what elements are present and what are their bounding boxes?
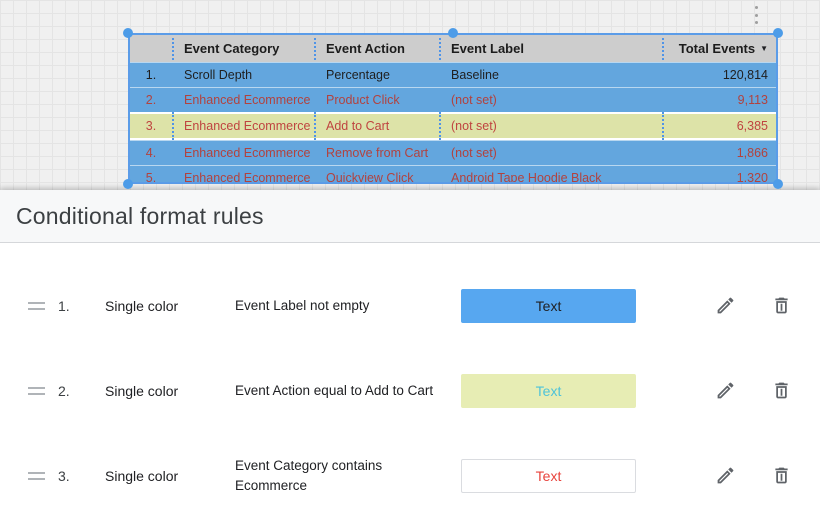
row-number: 1.	[145, 68, 157, 82]
format-rule-row: 3. Single color Event Category contains …	[0, 433, 820, 518]
resize-handle-top-right[interactable]	[773, 28, 783, 38]
delete-rule-button[interactable]	[769, 464, 793, 488]
pencil-icon	[717, 467, 733, 484]
trash-icon	[774, 382, 788, 399]
conditional-format-panel: Conditional format rules 1. Single color…	[0, 190, 820, 524]
resize-handle-bottom-right[interactable]	[773, 179, 783, 189]
data-table-chart[interactable]: Event Category Event Action Event Label …	[128, 33, 778, 184]
color-swatch-button[interactable]: Text	[461, 458, 636, 493]
resize-handle-top-left[interactable]	[123, 28, 133, 38]
table-header-row: Event Category Event Action Event Label …	[130, 35, 776, 64]
rule-condition: Event Category contains Ecommerce	[235, 457, 383, 493]
edit-rule-button[interactable]	[713, 379, 737, 403]
color-swatch-button[interactable]: Text	[461, 288, 636, 323]
trash-icon	[774, 467, 788, 484]
trash-icon	[774, 297, 788, 314]
rule-type: Single color	[105, 382, 179, 399]
drag-handle-icon[interactable]	[28, 386, 45, 395]
cell-event-action: Percentage	[326, 68, 390, 82]
resize-handle-bottom-left[interactable]	[123, 179, 133, 189]
edit-rule-button[interactable]	[713, 294, 737, 318]
row-number: 2.	[145, 93, 157, 107]
header-event-action[interactable]: Event Action	[326, 41, 405, 56]
header-event-label[interactable]: Event Label	[451, 41, 524, 56]
rule-index: 2.	[58, 382, 70, 399]
cell-total-events: 120,814	[722, 68, 768, 82]
rule-index: 1.	[58, 297, 70, 314]
rule-condition: Event Label not empty	[235, 297, 370, 313]
header-total-events[interactable]: Total Events ▼	[678, 41, 768, 56]
cell-event-category: Enhanced Ecommerce	[184, 93, 311, 107]
cell-event-action: Quickview Click	[326, 171, 414, 184]
row-number: 5.	[145, 171, 157, 184]
cell-total-events: 6,385	[736, 119, 768, 133]
cell-event-action: Remove from Cart	[326, 146, 429, 160]
cell-total-events: 9,113	[737, 93, 768, 107]
cell-total-events: 1,320	[736, 171, 768, 184]
row-number: 4.	[145, 146, 157, 160]
more-vert-icon[interactable]	[751, 4, 761, 26]
cell-event-label: (not set)	[451, 146, 497, 160]
rule-index: 3.	[58, 467, 70, 484]
cell-event-action: Add to Cart	[326, 119, 390, 133]
cell-event-action: Product Click	[326, 93, 400, 107]
cell-event-label: Baseline	[451, 68, 499, 82]
table-row: 3. Enhanced Ecommerce Add to Cart (not s…	[130, 112, 776, 140]
rule-condition: Event Action equal to Add to Cart	[235, 382, 434, 398]
table-row: 1. Scroll Depth Percentage Baseline 120,…	[130, 62, 776, 87]
delete-rule-button[interactable]	[769, 294, 793, 318]
rule-type: Single color	[105, 467, 179, 484]
report-canvas[interactable]: Event Category Event Action Event Label …	[0, 0, 820, 190]
edit-rule-button[interactable]	[713, 464, 737, 488]
table-row: 4. Enhanced Ecommerce Remove from Cart (…	[130, 140, 776, 165]
cell-event-category: Enhanced Ecommerce	[184, 146, 311, 160]
format-rule-row: 1. Single color Event Label not empty Te…	[0, 263, 820, 348]
cell-event-label: (not set)	[451, 119, 497, 133]
resize-handle-top-center[interactable]	[448, 28, 458, 38]
rules-list: 1. Single color Event Label not empty Te…	[0, 243, 820, 518]
format-rule-row: 2. Single color Event Action equal to Ad…	[0, 348, 820, 433]
pencil-icon	[717, 297, 733, 314]
header-row-number	[130, 35, 172, 62]
table-row: 2. Enhanced Ecommerce Product Click (not…	[130, 87, 776, 112]
drag-handle-icon[interactable]	[28, 301, 45, 310]
cell-total-events: 1,866	[736, 146, 768, 160]
pencil-icon	[717, 382, 733, 399]
panel-title: Conditional format rules	[16, 202, 264, 229]
rule-type: Single color	[105, 297, 179, 314]
row-number: 3.	[145, 119, 157, 133]
sort-desc-icon: ▼	[760, 44, 768, 53]
table-body: 1. Scroll Depth Percentage Baseline 120,…	[130, 62, 776, 184]
cell-event-category: Scroll Depth	[184, 68, 253, 82]
table-row: 5. Enhanced Ecommerce Quickview Click An…	[130, 165, 776, 184]
panel-header: Conditional format rules	[0, 190, 820, 243]
cell-event-label: Android Tape Hoodie Black	[451, 171, 602, 184]
cell-event-category: Enhanced Ecommerce	[184, 171, 311, 184]
delete-rule-button[interactable]	[769, 379, 793, 403]
drag-handle-icon[interactable]	[28, 471, 45, 480]
color-swatch-button[interactable]: Text	[461, 373, 636, 408]
cell-event-label: (not set)	[451, 93, 497, 107]
header-event-category[interactable]: Event Category	[184, 41, 280, 56]
cell-event-category: Enhanced Ecommerce	[184, 119, 311, 133]
